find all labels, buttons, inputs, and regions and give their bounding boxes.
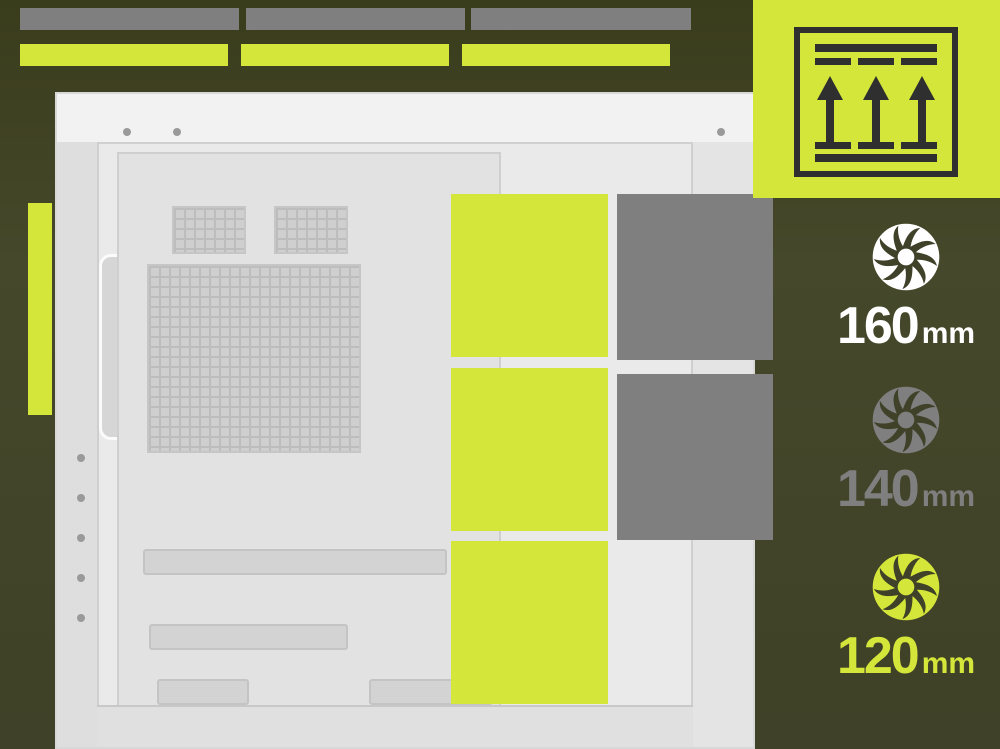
legend-bar-gray-2 xyxy=(246,8,465,30)
screw-hole xyxy=(123,128,131,136)
screw-hole xyxy=(173,128,181,136)
cable-slot xyxy=(149,624,348,650)
screw-hole xyxy=(77,494,85,502)
case-rear-rail xyxy=(57,142,99,747)
fan-slot-140-bottom xyxy=(617,374,773,540)
legend-bar-lime-1 xyxy=(20,44,228,66)
mesh-panel xyxy=(147,264,361,453)
mesh-panel xyxy=(172,206,246,254)
case-top-rail xyxy=(57,94,753,144)
airflow-up-icon xyxy=(794,27,958,177)
screw-hole xyxy=(77,534,85,542)
screw-hole xyxy=(717,128,725,136)
fan-icon xyxy=(872,223,940,291)
screw-hole xyxy=(77,614,85,622)
screw-hole xyxy=(77,574,85,582)
fan-icon xyxy=(872,553,940,621)
screw-hole xyxy=(77,454,85,462)
fan-slot-120-middle xyxy=(451,368,608,531)
rear-fan-slot-marker xyxy=(28,203,52,415)
fan-slot-120-bottom xyxy=(451,541,608,704)
fan-slot-120-top xyxy=(451,194,608,357)
legend-bar-gray-3 xyxy=(471,8,691,30)
legend-bar-lime-2 xyxy=(241,44,449,66)
cable-slot xyxy=(157,679,249,705)
fan-slot-140-top xyxy=(617,194,773,360)
fan-icon xyxy=(872,386,940,454)
mesh-panel xyxy=(274,206,348,254)
legend-bar-gray-1 xyxy=(20,8,239,30)
airflow-panel xyxy=(753,0,1000,198)
case-bottom-rail xyxy=(97,705,693,747)
legend-bar-lime-3 xyxy=(462,44,670,66)
cable-slot xyxy=(143,549,447,575)
